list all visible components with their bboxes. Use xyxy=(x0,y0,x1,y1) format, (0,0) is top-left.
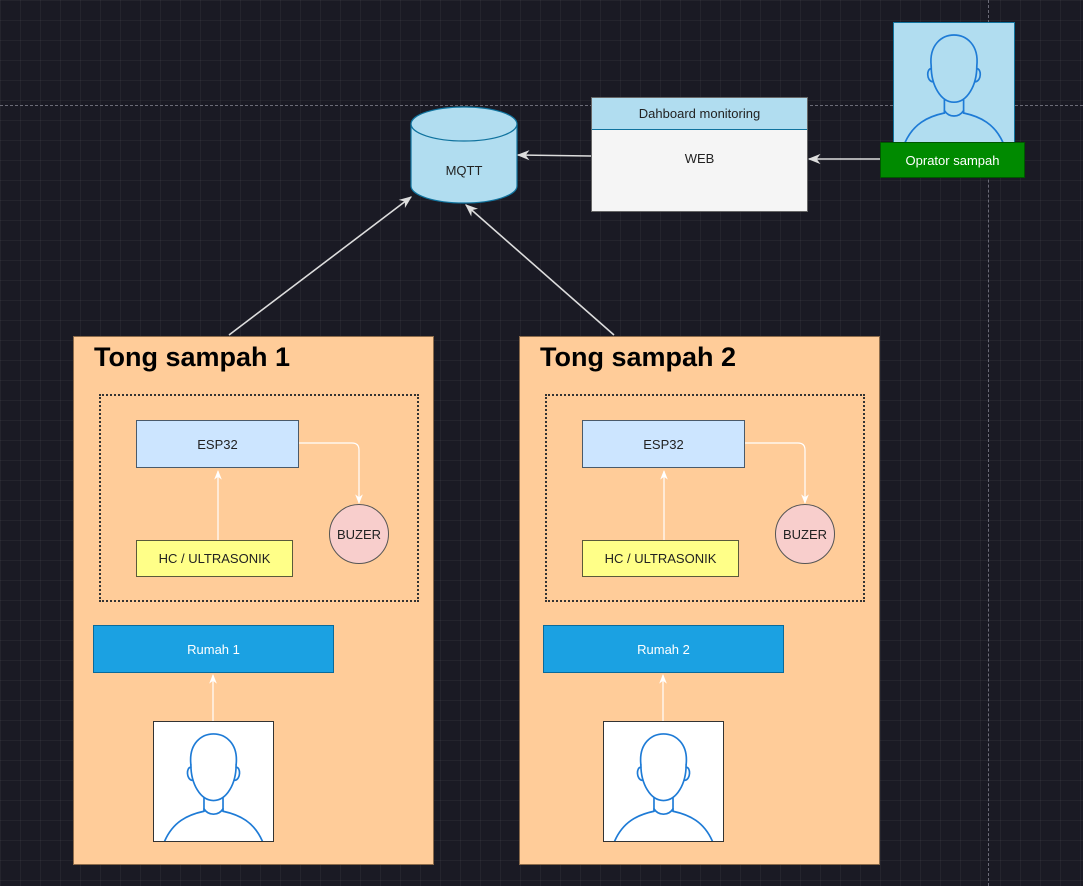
bin-2-esp32-node[interactable]: ESP32 xyxy=(582,420,745,468)
bin-1-house-node[interactable]: Rumah 1 xyxy=(93,625,334,673)
bin-2-device-group[interactable] xyxy=(545,394,865,602)
bin-2-title: Tong sampah 2 xyxy=(540,342,737,372)
bin-1-device-group[interactable] xyxy=(99,394,419,602)
operator-label[interactable]: Oprator sampah xyxy=(880,142,1025,178)
mqtt-broker-node[interactable] xyxy=(408,104,520,206)
bin-2-buzzer-node[interactable]: BUZER xyxy=(775,504,835,564)
bin-2-ultrasonic-sensor-node[interactable]: HC / ULTRASONIK xyxy=(582,540,739,577)
bin-2-user-node[interactable] xyxy=(603,721,724,842)
bin-1-ultrasonic-sensor-node[interactable]: HC / ULTRASONIK xyxy=(136,540,293,577)
bin-1-user-node[interactable] xyxy=(153,721,274,842)
bin-1-buzzer-node[interactable]: BUZER xyxy=(329,504,389,564)
dashboard-title: Dahboard monitoring xyxy=(592,98,807,130)
mqtt-label: MQTT xyxy=(445,162,483,178)
edge-web-to-mqtt xyxy=(516,150,592,161)
user-icon xyxy=(903,34,1005,144)
guide-line-horizontal xyxy=(0,105,1083,106)
bin-1-title: Tong sampah 1 xyxy=(94,342,291,372)
edge-bin2-to-mqtt xyxy=(465,204,615,336)
bin-2-house-node[interactable]: Rumah 2 xyxy=(543,625,784,673)
dashboard-web-node[interactable]: Dahboard monitoring WEB xyxy=(591,97,808,212)
web-label: WEB xyxy=(684,150,715,166)
user-icon xyxy=(163,733,264,842)
bin-1-esp32-node[interactable]: ESP32 xyxy=(136,420,299,468)
guide-line-vertical xyxy=(988,0,989,886)
edge-bin1-to-mqtt xyxy=(228,196,413,336)
user-icon xyxy=(613,733,714,842)
operator-user-node[interactable] xyxy=(893,22,1015,144)
